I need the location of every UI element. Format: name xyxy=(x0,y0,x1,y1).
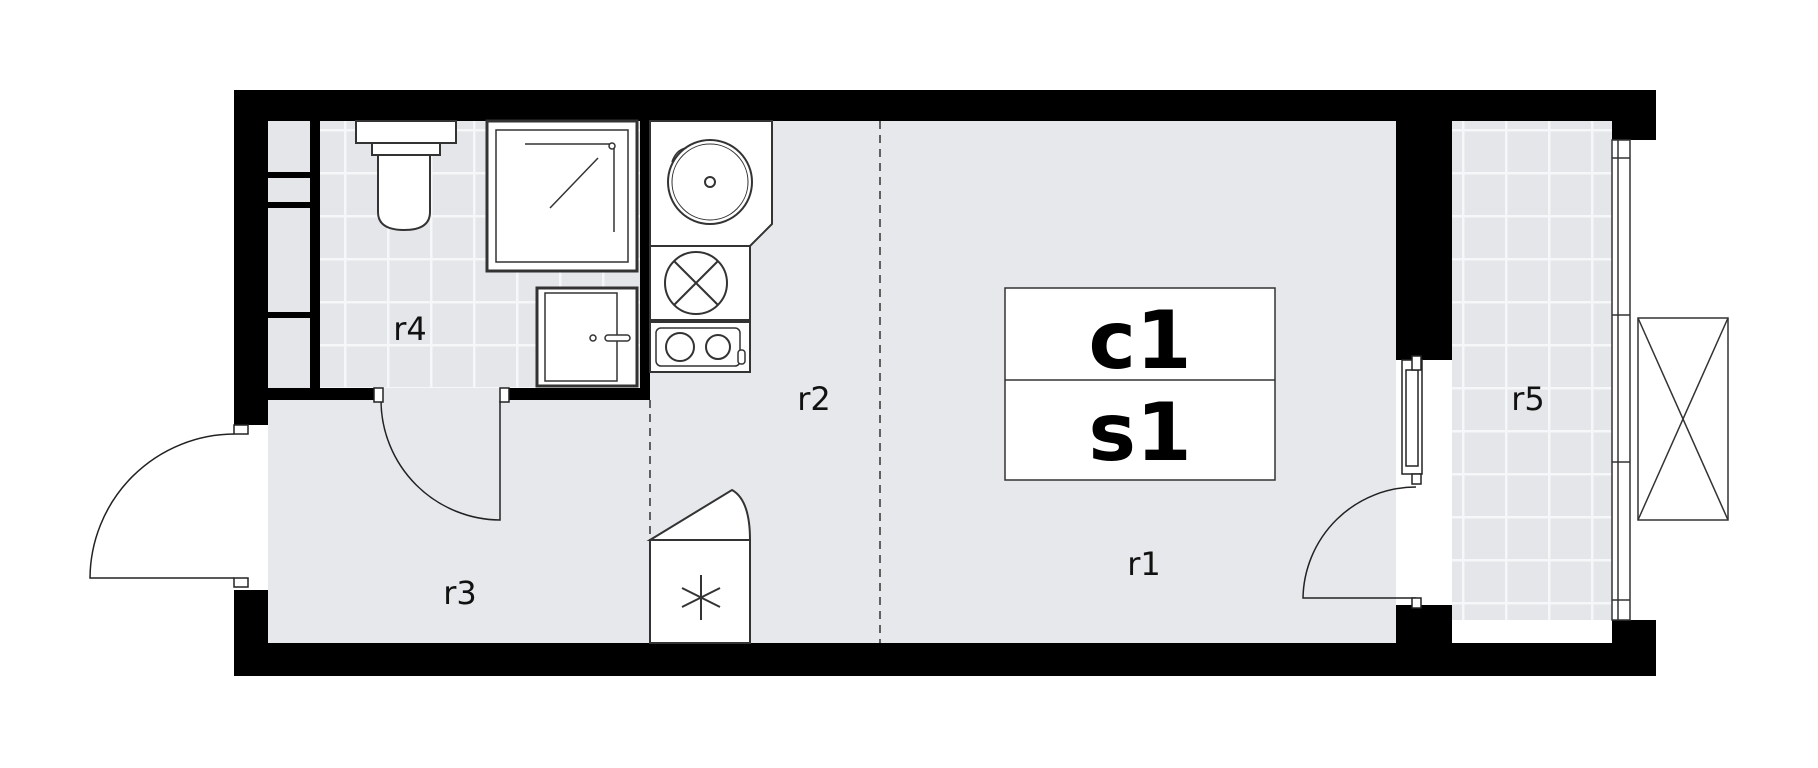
doors xyxy=(89,355,1452,609)
kitchen-fixtures xyxy=(646,120,773,644)
cooktop-icon xyxy=(649,321,751,373)
floor-r3 xyxy=(268,400,650,643)
bathroom-door xyxy=(373,387,510,521)
room-label-r1: r1 xyxy=(1127,545,1161,583)
room-label-r5: r5 xyxy=(1511,380,1545,418)
floor-r5-tiled xyxy=(1452,118,1612,620)
code-bottom-label: s1 xyxy=(1088,386,1191,479)
apartment-code-box: c1 s1 xyxy=(1004,287,1276,481)
zone-separators xyxy=(649,121,881,643)
toilet-icon xyxy=(355,120,457,232)
wall-bathroom-right xyxy=(640,121,650,400)
wall-left-upper xyxy=(234,90,268,425)
shower-icon xyxy=(485,119,639,273)
washbasin-icon xyxy=(535,286,639,388)
closet-shelves xyxy=(268,172,310,318)
entrance-door xyxy=(89,424,268,590)
balcony-door xyxy=(1302,355,1452,609)
walls xyxy=(234,90,1656,676)
room-label-r2: r2 xyxy=(797,380,831,418)
room-labels: r1 r2 r3 r4 r5 xyxy=(393,310,1545,612)
wall-balcony-lower xyxy=(1396,605,1452,676)
wall-balcony-top-right xyxy=(1612,90,1656,140)
balcony-glazing xyxy=(1611,139,1729,621)
wall-bathroom-bottom-right xyxy=(506,388,650,400)
room-label-r3: r3 xyxy=(443,574,477,612)
wall-balcony-bottom-right xyxy=(1612,620,1656,676)
oven-icon xyxy=(649,245,751,321)
wall-left-lower xyxy=(234,590,268,676)
fridge-icon xyxy=(646,488,752,644)
wall-balcony-upper xyxy=(1396,90,1452,360)
bathroom-fixtures xyxy=(355,119,639,388)
code-top-label: c1 xyxy=(1088,294,1191,387)
window-icon xyxy=(1637,317,1729,521)
wall-shelves-divider xyxy=(310,121,320,391)
room-label-r4: r4 xyxy=(393,310,427,348)
entry-shelves-floor xyxy=(268,121,310,391)
wall-bathroom-bottom-left xyxy=(268,388,378,400)
